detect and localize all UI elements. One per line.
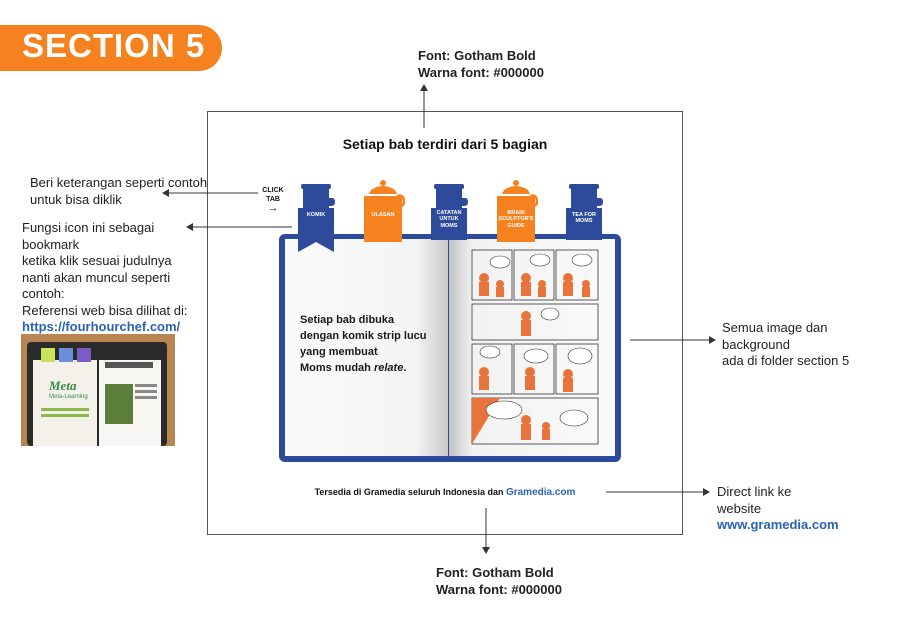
tab-brain-sculptor-label: BRAIN SCULPTOR'S GUIDE bbox=[497, 210, 535, 229]
book-text-italic: relate bbox=[373, 362, 404, 374]
reference-link[interactable]: https://fourhourchef.com/ bbox=[22, 319, 181, 334]
thumbnail-subtitle: Meta-Learning bbox=[49, 394, 88, 400]
left-note-2-line3: ketika klik sesuai judulnya bbox=[22, 253, 172, 268]
book-text-line2: dengan komik strip lucu bbox=[300, 330, 427, 342]
right-note-images: Semua image dan background ada di folder… bbox=[722, 320, 849, 370]
right-note-link: Direct link ke website www.gramedia.com bbox=[717, 484, 839, 534]
tab-catatan-line3: MOMS bbox=[440, 222, 458, 229]
book-page-left bbox=[285, 239, 448, 456]
section-badge bbox=[0, 25, 222, 71]
book-text-line1: Setiap bab dibuka bbox=[300, 314, 395, 326]
cup-icon bbox=[298, 184, 335, 252]
thumbnail-illustration bbox=[21, 334, 175, 446]
tab-tea-label: TEA FOR MOMS bbox=[565, 212, 603, 225]
cup-icon bbox=[431, 184, 468, 240]
tab-catatan-line2: UNTUK bbox=[439, 216, 459, 223]
tab-catatan[interactable]: CATATAN UNTUK MOMS bbox=[430, 184, 468, 244]
top-note-line1: Font: Gotham Bold bbox=[418, 48, 536, 63]
tab-brain-line3: GUIDE bbox=[507, 222, 525, 229]
left-note-bookmark: Fungsi icon ini sebagai bookmark ketika … bbox=[22, 220, 212, 336]
right-note-2-line2: website bbox=[717, 500, 762, 516]
tab-brain-line2: SCULPTOR'S bbox=[498, 216, 534, 223]
left-note-2-line4: nanti akan muncul seperti bbox=[22, 269, 171, 285]
tab-ulasan-line1: ULASAN bbox=[371, 212, 395, 218]
left-note-2-line6: Referensi web bisa dilihat di: bbox=[22, 302, 188, 318]
tab-tea-for-moms[interactable]: TEA FOR MOMS bbox=[565, 184, 603, 244]
book-text-line4: Moms mudah bbox=[300, 362, 374, 374]
click-tab-arrow: → bbox=[267, 202, 279, 214]
gramedia-link-note[interactable]: www.gramedia.com bbox=[717, 517, 839, 532]
book-intro-text: Setiap bab dibuka dengan komik strip luc… bbox=[300, 312, 450, 376]
top-note-line2: Warna font: #000000 bbox=[418, 64, 544, 80]
click-tab-line1: CLICK bbox=[262, 187, 284, 194]
comic-illustration bbox=[471, 249, 599, 445]
right-note-1-line3: ada di folder section 5 bbox=[722, 353, 850, 368]
tab-catatan-line1: CATATAN bbox=[436, 210, 462, 216]
book-text-line3: yang membuat bbox=[300, 346, 378, 358]
tab-brain-sculptor[interactable]: BRAIN SCULPTOR'S GUIDE bbox=[494, 180, 539, 242]
book-text-period: . bbox=[403, 362, 407, 374]
tab-ulasan[interactable]: ULASAN bbox=[361, 180, 406, 242]
tab-tea-line2: MOMS bbox=[575, 218, 593, 225]
left-note-2-line5: contoh: bbox=[22, 286, 65, 301]
tab-komik[interactable]: KOMIK bbox=[297, 184, 335, 252]
left-note-click: Beri keterangan seperti contoh untuk bis… bbox=[30, 175, 207, 208]
right-note-1-line2: background bbox=[722, 336, 790, 352]
click-tab-hint: CLICK TAB → bbox=[258, 186, 288, 214]
cup-icon bbox=[566, 184, 603, 240]
right-note-1-line1: Semua image dan bbox=[722, 320, 828, 335]
bottom-font-note: Font: Gotham Bold Warna font: #000000 bbox=[436, 565, 562, 598]
click-tab-line2: TAB bbox=[266, 196, 280, 203]
right-note-2-line1: Direct link ke bbox=[717, 484, 792, 499]
reference-thumbnail: Meta Meta-Learning bbox=[21, 334, 175, 446]
mockup-heading: Setiap bab terdiri dari 5 bagian bbox=[342, 136, 548, 152]
teapot-icon bbox=[364, 180, 406, 242]
left-note-2-line1: Fungsi icon ini sebagai bbox=[22, 220, 155, 235]
comic-strip bbox=[470, 248, 600, 446]
section-title: SECTION 5 bbox=[22, 27, 206, 64]
tab-ulasan-label: ULASAN bbox=[364, 212, 402, 218]
tab-komik-label: KOMIK bbox=[297, 212, 335, 218]
tab-komik-line1: KOMIK bbox=[306, 212, 326, 218]
mockup-footer: Tersedia di Gramedia seluruh Indonesia d… bbox=[207, 487, 683, 498]
tab-brain-line1: BRAIN bbox=[507, 210, 525, 216]
thumbnail-title: Meta bbox=[49, 378, 77, 393]
footer-gramedia-link[interactable]: Gramedia.com bbox=[505, 487, 576, 498]
top-font-note: Font: Gotham Bold Warna font: #000000 bbox=[418, 48, 544, 81]
bottom-note-line2: Warna font: #000000 bbox=[436, 581, 562, 597]
bottom-note-line1: Font: Gotham Bold bbox=[436, 565, 554, 580]
left-note-2-line2: bookmark bbox=[22, 236, 80, 252]
tab-tea-line1: TEA FOR bbox=[572, 212, 596, 218]
left-note-1-line1: Beri keterangan seperti contoh bbox=[30, 175, 208, 190]
tab-catatan-label: CATATAN UNTUK MOMS bbox=[430, 210, 468, 229]
teapot-icon bbox=[497, 180, 539, 242]
left-note-1-line2: untuk bisa diklik bbox=[30, 191, 122, 207]
footer-text: Tersedia di Gramedia seluruh Indonesia d… bbox=[314, 487, 506, 497]
